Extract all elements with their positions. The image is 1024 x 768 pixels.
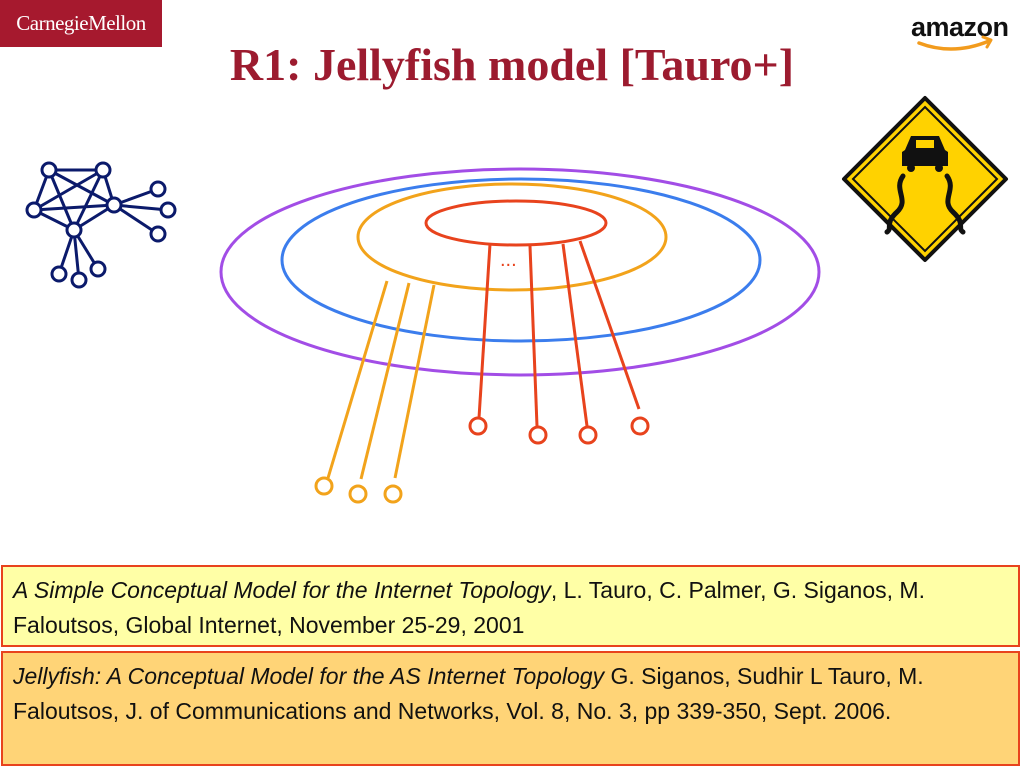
slippery-road-sign-icon: [842, 96, 1008, 262]
amazon-smile-icon: [917, 35, 993, 51]
ellipsis-label: ...: [500, 249, 517, 271]
network-graph-icon: [25, 161, 177, 289]
shell-2-ellipse: [280, 177, 762, 343]
reference-1-title: A Simple Conceptual Model for the Intern…: [13, 577, 551, 603]
core-ellipse: [424, 199, 608, 247]
reference-1-details: , L. Tauro, C. Palmer, G. Siganos, M. Fa…: [13, 577, 925, 638]
jellyfish-diagram: ...: [25, 96, 1008, 504]
reference-2: Jellyfish: A Conceptual Model for the AS…: [1, 651, 1020, 766]
amazon-logo: amazon: [905, 10, 1010, 52]
shell-1-ellipse: [356, 182, 668, 292]
amazon-logo-text: amazon: [911, 12, 1009, 42]
orange-tentacles: [314, 280, 436, 504]
carnegie-mellon-logo: CarnegieMellon: [0, 0, 162, 47]
reference-2-title: Jellyfish: A Conceptual Model for the AS…: [13, 663, 605, 689]
shell-3-ellipse: [219, 167, 821, 377]
reference-2-details: G. Siganos, Sudhir L Tauro, M. Faloutsos…: [13, 663, 924, 724]
reference-1: A Simple Conceptual Model for the Intern…: [1, 565, 1020, 647]
slide-title: R1: Jellyfish model [Tauro+]: [229, 39, 795, 90]
red-tentacles: [468, 240, 650, 445]
